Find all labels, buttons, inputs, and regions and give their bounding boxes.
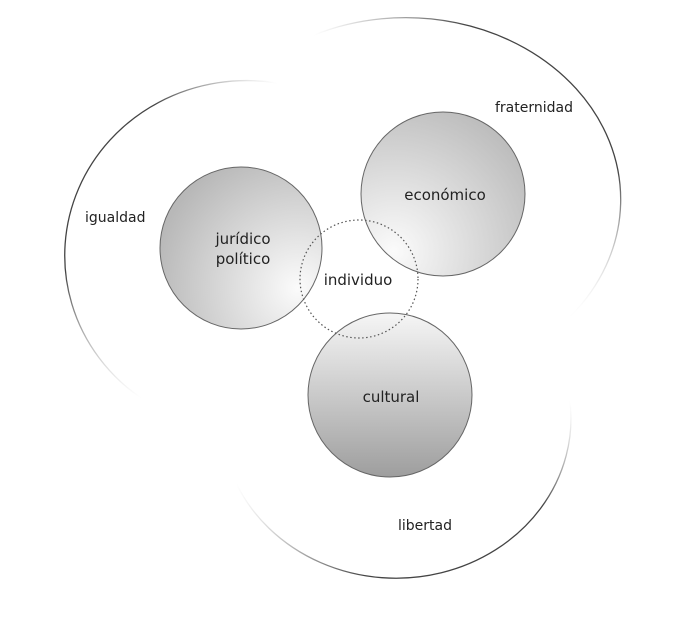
economico-sphere bbox=[360, 111, 526, 277]
politico-label: político bbox=[216, 250, 271, 268]
fraternidad-label: fraternidad bbox=[495, 100, 573, 116]
fraternidad-set-arc bbox=[313, 16, 622, 318]
economico-label: económico bbox=[404, 186, 486, 204]
individuo-label: individuo bbox=[324, 271, 393, 289]
libertad-set-arc bbox=[235, 400, 572, 579]
cultural-label: cultural bbox=[363, 388, 420, 406]
libertad-label: libertad bbox=[398, 518, 452, 534]
cultural-sphere bbox=[307, 312, 473, 478]
juridico-politico-sphere bbox=[159, 166, 323, 330]
individuo-circle bbox=[299, 219, 419, 339]
juridico-label: jurídico bbox=[214, 230, 270, 248]
igualdad-label: igualdad bbox=[85, 210, 145, 226]
igualdad-set-arc bbox=[64, 79, 278, 399]
